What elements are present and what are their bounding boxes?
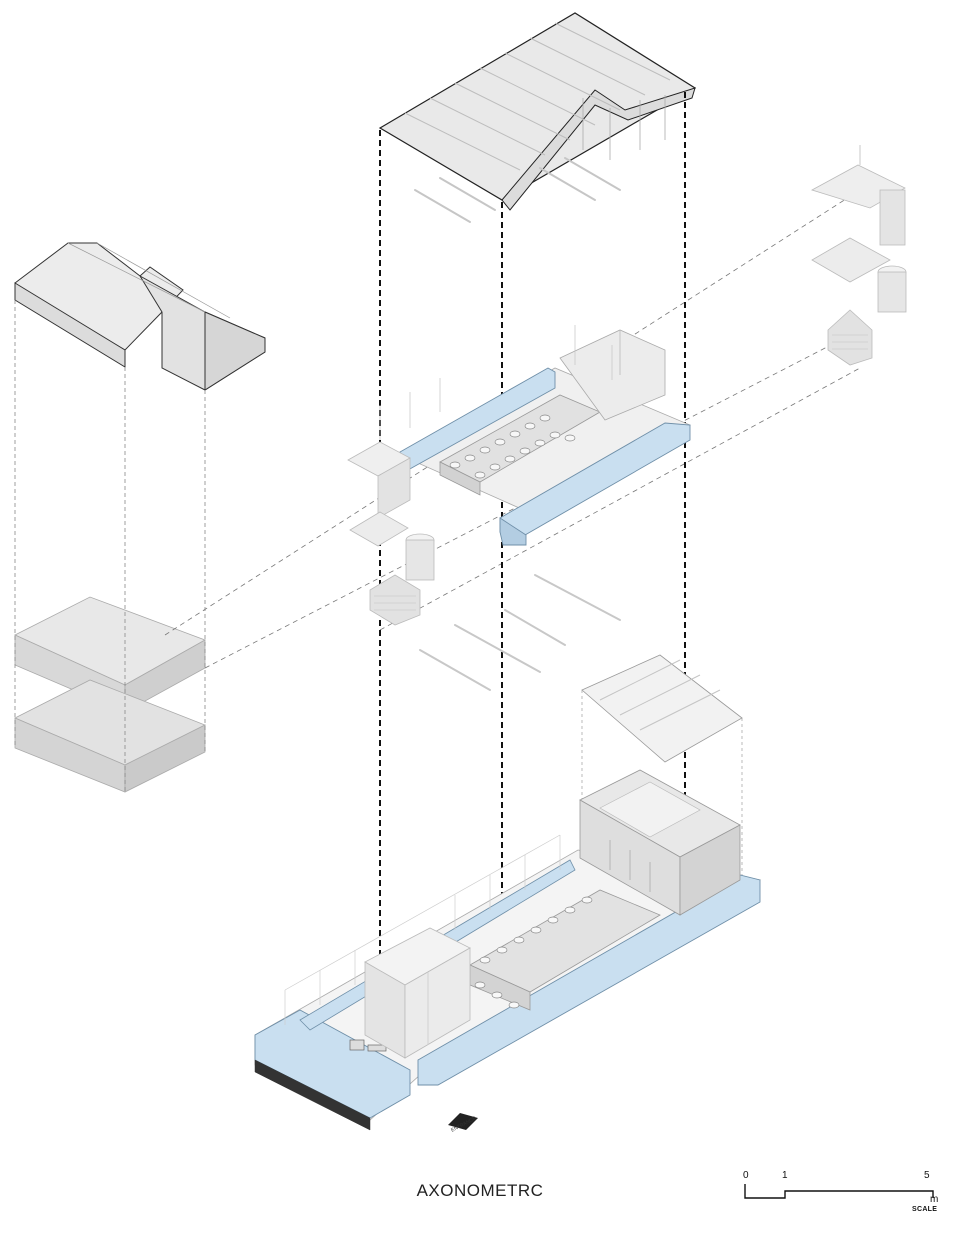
right-staircase	[810, 145, 907, 366]
cabinet-block	[364, 927, 471, 1059]
left-lower-slab	[14, 679, 206, 793]
diagonal-guides	[164, 189, 861, 669]
drawing-title: AXONOMETRC	[416, 1181, 544, 1200]
upper-floor-plate	[379, 325, 691, 546]
scale-label-1: 1	[782, 1170, 788, 1181]
kitchen-volume	[579, 769, 741, 916]
entrance-marker	[448, 1113, 478, 1130]
scale-bar: 0 1 5 m SCALE	[740, 1170, 950, 1220]
scale-unit: m	[930, 1194, 939, 1205]
ceiling-light-rails	[419, 574, 621, 691]
scale-label-5: 5	[924, 1170, 930, 1181]
left-projection-lines	[14, 300, 206, 792]
scale-caption: SCALE	[912, 1206, 938, 1213]
main-projection-lines	[379, 92, 686, 1000]
left-roof	[14, 242, 266, 391]
scale-label-0: 0	[743, 1170, 749, 1181]
main-roof	[378, 12, 697, 223]
upper-staircase	[347, 441, 435, 626]
canopy	[581, 654, 743, 875]
